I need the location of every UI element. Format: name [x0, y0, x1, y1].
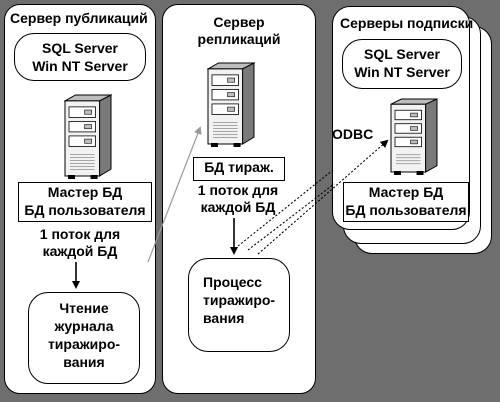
server-drive-bay — [211, 74, 239, 86]
server-drive-bay — [394, 123, 422, 134]
log-reader-box — [28, 292, 140, 384]
odbc-link-2 — [247, 183, 335, 251]
server-drive-bay — [211, 103, 239, 115]
publication-user-db-label: БД пользователя — [24, 202, 146, 218]
log-reader-line4: вания — [63, 354, 105, 370]
odbc-link-1 — [237, 169, 334, 247]
replication-process-line3: вания — [203, 310, 245, 326]
server-foot — [416, 171, 424, 175]
log-reader-line2: журнала — [54, 318, 114, 334]
server-bay-handle — [84, 109, 92, 115]
publication-thread-line1: 1 поток для — [39, 226, 121, 242]
server-bay-handle — [84, 124, 92, 130]
odbc-label: ODBC — [332, 126, 374, 142]
publication-db-box — [18, 182, 152, 222]
distribution-db-box — [193, 157, 285, 181]
replication-server-title-line1: Сервер — [213, 14, 265, 30]
publication-master-db-label: Мастер БД — [47, 184, 123, 200]
log-reader-line1: Чтение — [59, 300, 109, 316]
replication-thread-line2: каждой БД — [200, 199, 276, 215]
server-bay-handle — [410, 139, 418, 145]
server-foot — [394, 171, 401, 175]
replication-process-line1: Процесс — [203, 274, 262, 290]
server-drive-bay — [394, 136, 422, 148]
server-bay-handle — [410, 126, 418, 131]
server-tower-graphic — [390, 98, 438, 175]
server-foot — [211, 143, 218, 147]
odbc-link-3 — [257, 139, 389, 255]
publication-software-box — [14, 33, 146, 81]
replication-thread-line1: 1 поток для — [197, 182, 279, 198]
server-tower-graphic — [63, 94, 113, 179]
log-reader-to-distribution-arrow — [147, 126, 202, 263]
subscription-master-db-label: Мастер БД — [368, 184, 444, 200]
subscription-servers-title: Серверы подписки — [340, 15, 474, 31]
server-bay-handle — [84, 138, 92, 144]
replication-server-icon — [206, 62, 256, 148]
subscription-sql-server-label: SQL Server — [363, 46, 440, 62]
server-foot — [68, 175, 75, 179]
publication-sql-server-label: SQL Server — [41, 40, 118, 56]
server-foot — [90, 175, 98, 179]
publication-winnt-label: Win NT Server — [32, 58, 128, 74]
subscription-db-box — [343, 182, 469, 222]
subscription-winnt-label: Win NT Server — [354, 64, 450, 80]
server-bay-handle — [227, 77, 235, 83]
server-drive-bay — [68, 106, 96, 118]
publication-thread-line2: каждой БД — [42, 243, 118, 259]
server-foot — [233, 143, 241, 147]
server-bay-handle — [227, 106, 235, 112]
replication-process-line2: тиражиро- — [203, 292, 276, 308]
server-bay-handle — [410, 112, 418, 118]
subscription-user-db-label: БД пользователя — [345, 202, 467, 218]
subscription-software-box — [342, 39, 462, 89]
subscription-server-icon — [390, 98, 438, 176]
server-bay-handle — [227, 92, 235, 98]
server-drive-bay — [68, 135, 96, 147]
server-drive-bay — [68, 120, 96, 133]
server-drive-bay — [394, 109, 422, 121]
replication-server-title-line2: репликаций — [197, 31, 281, 47]
log-reader-line3: тиражиро- — [47, 336, 121, 352]
distribution-db-label: БД тираж. — [204, 159, 274, 175]
replication-process-box — [188, 258, 290, 352]
server-drive-bay — [211, 88, 239, 101]
server-tower-graphic — [206, 62, 256, 147]
publication-server-icon — [63, 94, 113, 180]
publication-server-title: Сервер публикаций — [10, 10, 148, 26]
